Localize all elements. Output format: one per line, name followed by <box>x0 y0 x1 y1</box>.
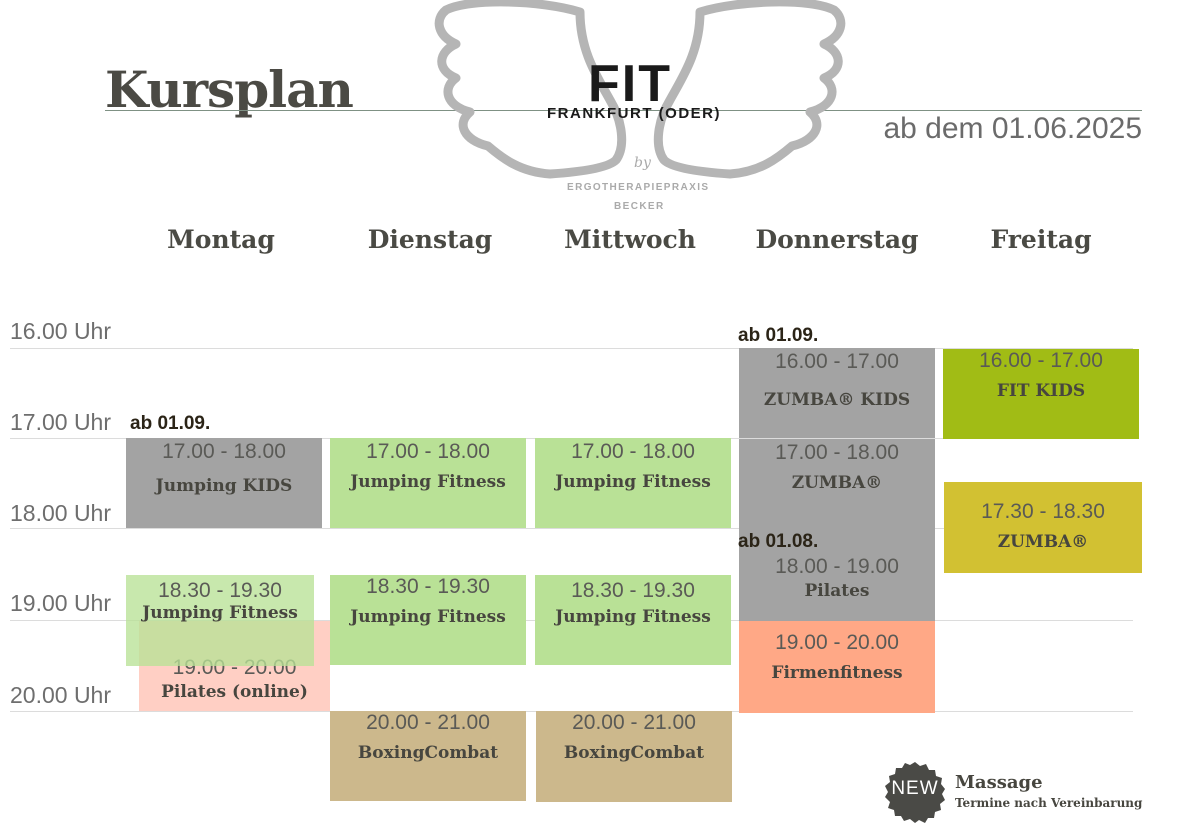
course-block[interactable]: 20.00 - 21.00 BoxingCombat <box>330 711 526 801</box>
course-name: BoxingCombat <box>357 743 499 763</box>
logo-city: Frankfurt (Oder) <box>547 105 721 122</box>
course-block[interactable]: 17.00 - 18.00 Jumping Fitness <box>535 438 731 528</box>
course-block[interactable]: 17.00 - 18.00 Jumping KIDS <box>126 438 322 528</box>
course-name: ZUMBA® <box>791 473 883 493</box>
course-time: 20.00 - 21.00 <box>572 711 696 734</box>
day-header-tuesday: Dienstag <box>367 225 493 254</box>
time-label-18: 18.00 Uhr <box>10 500 112 526</box>
course-name: Jumping Fitness <box>350 607 506 627</box>
course-time: 16.00 - 17.00 <box>775 350 899 373</box>
course-time: 18.00 - 19.00 <box>775 555 899 578</box>
course-time: 18.30 - 19.30 <box>571 579 695 602</box>
wings-logo-icon <box>434 0 846 179</box>
course-time: 17.30 - 18.30 <box>981 500 1105 523</box>
course-name: FIT KIDS <box>996 381 1086 401</box>
logo-practice-owner: Becker <box>614 201 665 212</box>
page-title: Kursplan <box>105 60 354 119</box>
start-note-monday: ab 01.09. <box>130 413 211 434</box>
course-name: Jumping Fitness <box>142 603 298 623</box>
logo-practice: Ergotherapiepraxis <box>567 182 710 193</box>
course-name: Firmenfitness <box>771 663 903 683</box>
course-block[interactable]: 17.30 - 18.30 ZUMBA® <box>944 482 1142 573</box>
course-name: Pilates (online) <box>161 682 308 702</box>
logo-by: by <box>634 155 651 171</box>
course-time: 20.00 - 21.00 <box>366 711 490 734</box>
day-header-thursday: Donnerstag <box>755 225 919 254</box>
time-label-19: 19.00 Uhr <box>10 590 112 616</box>
gridline <box>10 348 1133 349</box>
course-time: 18.30 - 19.30 <box>366 575 490 598</box>
course-time: 17.00 - 18.00 <box>775 441 899 464</box>
course-name: Jumping Fitness <box>555 472 711 492</box>
day-header-monday: Montag <box>167 225 275 254</box>
course-name: Pilates <box>804 581 870 601</box>
course-block[interactable]: 16.00 - 17.00 ZUMBA® KIDS <box>739 348 935 438</box>
course-block[interactable]: 17.00 - 18.00 ZUMBA® <box>739 438 935 621</box>
new-badge-label: NEW <box>891 778 939 799</box>
time-label-20: 20.00 Uhr <box>10 682 112 708</box>
course-time: 19.00 - 20.00 <box>775 631 899 654</box>
day-header-friday: Freitag <box>990 225 1092 254</box>
massage-subtitle: Termine nach Vereinbarung <box>955 796 1143 810</box>
massage-title: Massage <box>955 772 1043 793</box>
course-name: BoxingCombat <box>563 743 705 763</box>
course-block[interactable]: 16.00 - 17.00 FIT KIDS <box>943 349 1139 439</box>
valid-from-date: ab dem 01.06.2025 <box>883 112 1142 145</box>
course-name: Jumping Fitness <box>350 472 506 492</box>
logo-wordmark: FIT <box>588 55 672 113</box>
course-name: Jumping Fitness <box>555 607 711 627</box>
course-block[interactable]: 18.30 - 19.30 Jumping Fitness <box>535 575 731 665</box>
day-header-wednesday: Mittwoch <box>564 225 696 254</box>
course-name: Jumping KIDS <box>155 476 293 496</box>
start-note-thursday: ab 01.09. <box>738 325 819 346</box>
time-label-16: 16.00 Uhr <box>10 318 112 344</box>
course-block[interactable]: 18.30 - 19.30 Jumping Fitness <box>330 575 526 665</box>
gridline <box>10 528 1133 529</box>
course-block[interactable]: 18.00 - 19.00 Pilates <box>739 555 935 615</box>
course-time: 17.00 - 18.00 <box>366 440 490 463</box>
course-time: 16.00 - 17.00 <box>979 349 1103 372</box>
course-block[interactable]: 18.30 - 19.30 Jumping Fitness <box>126 575 314 666</box>
time-label-17: 17.00 Uhr <box>10 409 112 435</box>
course-name: ZUMBA® <box>997 532 1089 552</box>
new-badge-icon <box>885 762 945 823</box>
course-time: 18.30 - 19.30 <box>158 579 282 602</box>
course-name: ZUMBA® KIDS <box>763 390 911 410</box>
course-time: 17.00 - 18.00 <box>571 440 695 463</box>
course-block[interactable]: 20.00 - 21.00 BoxingCombat <box>536 711 732 802</box>
course-block[interactable]: 17.00 - 18.00 Jumping Fitness <box>330 438 526 528</box>
course-block[interactable]: 19.00 - 20.00 Firmenfitness <box>739 621 935 713</box>
course-time: 17.00 - 18.00 <box>162 440 286 463</box>
header-divider <box>105 110 1142 111</box>
start-note-thursday-pilates: ab 01.08. <box>738 531 819 552</box>
